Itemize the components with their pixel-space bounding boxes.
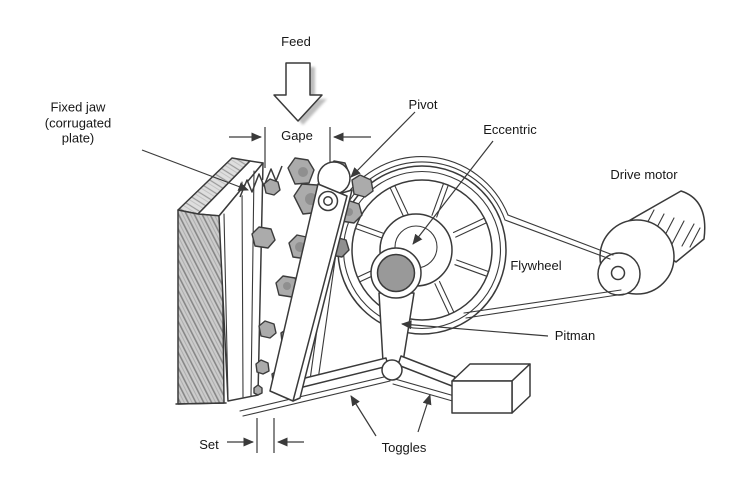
toggle-right xyxy=(397,355,456,387)
fixed-jaw-block xyxy=(175,157,283,405)
drive-motor xyxy=(597,190,706,296)
label-pivot: Pivot xyxy=(408,97,438,113)
leader-lines xyxy=(141,111,549,437)
label-eccentric: Eccentric xyxy=(483,122,537,138)
swing-jaw xyxy=(269,161,353,402)
frame-rails xyxy=(239,375,459,417)
toggle-block xyxy=(451,363,531,414)
label-gape: Gape xyxy=(281,128,313,144)
label-toggles: Toggles xyxy=(381,440,427,456)
pitman-link xyxy=(378,292,415,363)
label-fixed-jaw: Fixed jaw (corrugated plate) xyxy=(44,99,112,146)
feed-down-arrow-icon xyxy=(273,62,327,125)
corrugated-plate xyxy=(218,162,283,402)
toggles-leader-left xyxy=(350,395,377,437)
pivot-leader xyxy=(350,111,416,178)
toggles-leader-right xyxy=(417,394,432,433)
eccentric-shaft xyxy=(376,253,416,293)
swing-jaw-plate xyxy=(269,183,348,402)
label-set: Set xyxy=(199,437,219,453)
fixed-jaw-leader xyxy=(141,149,249,191)
pitman-leader xyxy=(401,320,549,337)
corrugation-teeth xyxy=(239,165,283,198)
pitman-assembly xyxy=(370,213,453,363)
label-drive-motor: Drive motor xyxy=(610,167,678,183)
set-dimension xyxy=(227,418,304,453)
pivot-pin-center xyxy=(323,196,333,206)
label-pitman: Pitman xyxy=(554,328,596,344)
gape-dimension xyxy=(229,127,371,168)
motor-pulley-hole xyxy=(610,265,626,281)
label-flywheel: Flywheel xyxy=(510,258,562,274)
pitman-ball-joint xyxy=(381,359,403,381)
label-feed: Feed xyxy=(281,34,311,50)
eccentric-leader xyxy=(412,140,494,245)
